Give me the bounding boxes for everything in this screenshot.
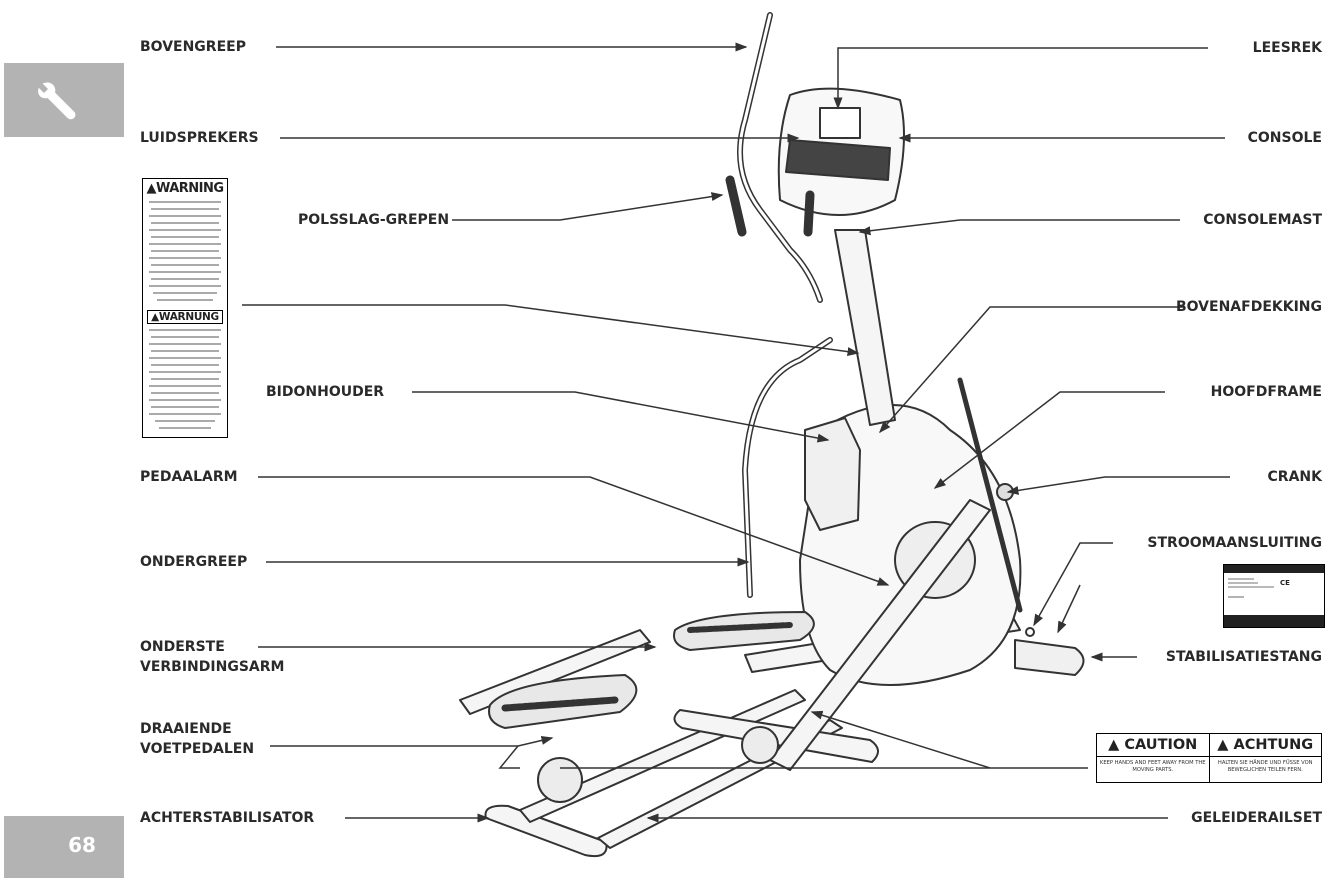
label-crank: CRANK <box>1267 469 1322 485</box>
label-geleiderailset: GELEIDERAILSET <box>1191 810 1322 826</box>
warning-text-lines <box>149 201 221 301</box>
label-consolemast: CONSOLEMAST <box>1203 212 1322 228</box>
label-bidonhouder: BIDONHOUDER <box>266 384 385 400</box>
achtung-text: HALTEN SIE HÄNDE UND FÜSSE VON BEWEGLICH… <box>1217 760 1313 773</box>
foot-pedal-right <box>673 611 815 651</box>
stabilizer-bar-shape <box>1014 639 1085 676</box>
section-tab <box>4 63 124 137</box>
caution-decal: ▲ CAUTION KEEP HANDS AND FEET AWAY FROM … <box>1096 733 1322 783</box>
page-number-tab <box>4 816 124 878</box>
caution-title: ▲ CAUTION <box>1097 734 1209 757</box>
leader-bovenafdekking <box>879 306 1183 434</box>
serial-plate-lines <box>1224 565 1324 627</box>
bottle-holder-shape <box>804 417 861 531</box>
pedal-arm-shape <box>769 499 991 771</box>
label-hoofdframe: HOOFDFRAME <box>1210 384 1322 400</box>
label-draaiende-voetpedalen: DRAAIENDE VOETPEDALEN <box>140 721 255 757</box>
caution-text: KEEP HANDS AND FEET AWAY FROM THE MOVING… <box>1099 760 1206 773</box>
label-ondergreep: ONDERGREEP <box>140 554 248 570</box>
leader-warning <box>242 304 860 357</box>
leader-hoofdframe <box>933 391 1165 489</box>
label-bovenafdekking: BOVENAFDEKKING <box>1175 299 1322 315</box>
caution-en: ▲ CAUTION KEEP HANDS AND FEET AWAY FROM … <box>1097 734 1210 782</box>
serial-plate: CE <box>1223 564 1325 628</box>
label-leesrek: LEESREK <box>1252 40 1322 56</box>
leader-lines <box>242 42 1230 823</box>
label-console: CONSOLE <box>1247 130 1322 146</box>
label-polsslag-grepen: POLSSLAG-GREPEN <box>298 212 450 228</box>
wrench-icon <box>36 81 76 120</box>
label-achterstabilisator: ACHTERSTABILISATOR <box>140 810 315 826</box>
leader-leesrek <box>833 47 1208 110</box>
page-number: 68 <box>68 833 96 857</box>
achtung-title: ▲ ACHTUNG <box>1209 734 1321 757</box>
label-stabilisatiestang: STABILISATIESTANG <box>1165 649 1322 665</box>
machine-drawing <box>459 12 1085 858</box>
leader-stroom <box>1033 542 1113 627</box>
label-onderste-verbindingsarm: ONDERSTE VERBINDINGSARM <box>140 639 285 675</box>
ce-mark: CE <box>1280 579 1290 587</box>
label-stroomaansluiting: STROOMAANSLUITING <box>1147 535 1322 551</box>
warnung-text-lines <box>149 329 221 429</box>
pulse-grip-right <box>803 190 815 237</box>
leader-draaiende-2 <box>498 745 520 769</box>
leader-consolemast <box>858 219 1180 236</box>
console-mast-shape <box>834 229 896 426</box>
leader-pedaalarm <box>258 476 890 586</box>
label-bovengreep: BOVENGREEP <box>140 39 246 55</box>
caution-de: ▲ ACHTUNG HALTEN SIE HÄNDE UND FÜSSE VON… <box>1209 734 1321 782</box>
label-pedaalarm: PEDAALARM <box>140 469 238 485</box>
leader-polsslag <box>452 192 724 221</box>
warning-decal: ▲WARNING ▲WARNUNG <box>142 178 228 438</box>
leader-draaiende <box>270 736 554 747</box>
leader-stroom-2 <box>1057 584 1081 634</box>
leader-crank <box>1006 476 1230 495</box>
warnung-title: ▲WARNUNG <box>147 310 223 324</box>
leader-bidonhouder <box>412 391 830 443</box>
label-luidsprekers: LUIDSPREKERS <box>140 130 259 146</box>
pulse-grip-left <box>725 175 747 237</box>
warning-title: ▲WARNING <box>146 181 224 196</box>
